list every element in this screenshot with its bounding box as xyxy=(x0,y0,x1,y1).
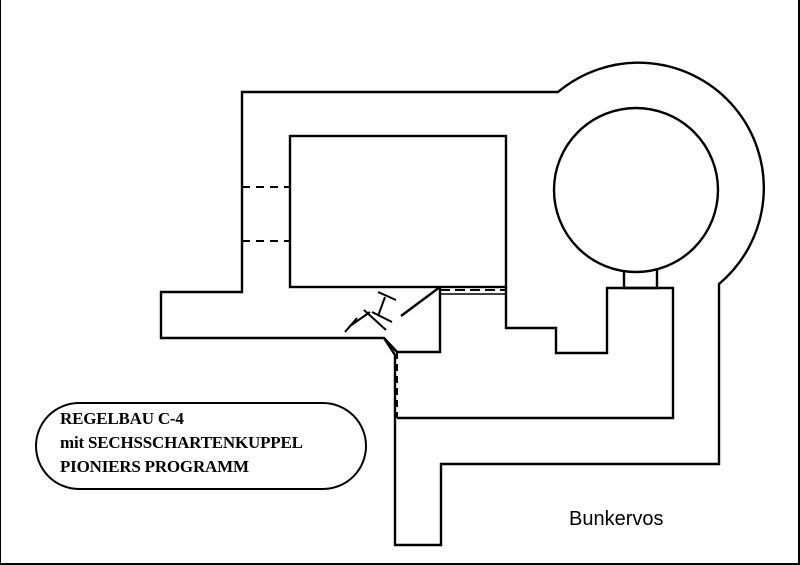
title-line-3: PIONIERS PROGRAMM xyxy=(60,457,249,476)
credit-label: Bunkervos xyxy=(569,508,664,530)
title-block: REGELBAU C-4 mit SECHSSCHARTENKUPPEL PIO… xyxy=(36,403,366,489)
corridor-wall xyxy=(397,286,675,420)
cupola-circle xyxy=(552,106,720,274)
title-line-1: REGELBAU C-4 xyxy=(60,409,184,428)
loophole-symbol xyxy=(344,291,397,333)
entrance-diagonal xyxy=(400,286,441,317)
title-line-2: mit SECHSSCHARTENKUPPEL xyxy=(60,433,303,452)
entrance-block xyxy=(383,287,442,354)
label-frame xyxy=(35,402,367,490)
inner-room xyxy=(288,134,508,289)
outer-wall xyxy=(159,61,765,547)
